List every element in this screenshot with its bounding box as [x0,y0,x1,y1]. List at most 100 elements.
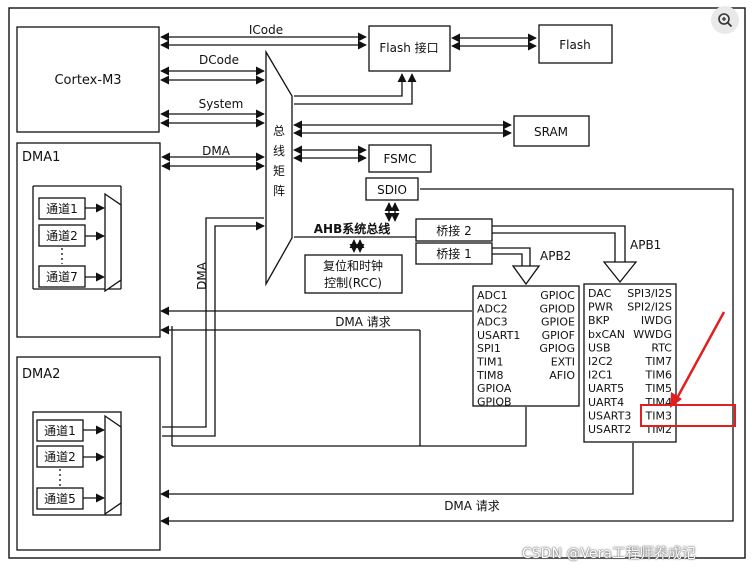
ahb-bus: AHB系统总线 [294,221,416,238]
dma2-channel-2-label: 通道2 [44,450,76,464]
apb2-peripheral-gpiof: GPIOF [542,329,575,342]
apb1-peripheral-pwr: PWR [588,301,614,314]
dma-vertical-label: DMA [195,261,209,290]
apb2-peripheral-gpiod: GPIOD [539,302,575,315]
sram-label: SRAM [534,125,568,139]
flash-link [451,33,537,51]
dma2-channel-2: 通道2 [36,445,105,468]
bus-matrix: 总 线 矩 阵 [265,49,293,287]
dma-request-lower: DMA 请求 [160,443,634,513]
apb1-peripheral-i2c2: I2C2 [588,355,613,368]
dma2-channel-1-label: 通道1 [44,424,76,438]
dma-bus: DMA [161,144,265,171]
apb1-peripheral-bkp: BKP [588,314,610,327]
apb1-peripheral-tim2: TIM2 [645,423,672,436]
apb1-peripheral-tim3: TIM3 [645,409,672,422]
apb1-peripherals-block: DACPWRBKPbxCANUSBI2C2I2C1UART5UART4USART… [583,283,677,443]
icode-label: ICode [249,23,283,37]
apb1-left-column: DACPWRBKPbxCANUSBI2C2I2C1UART5UART4USART… [588,287,631,436]
apb1-peripheral-tim7: TIM7 [645,355,672,368]
apb1-peripheral-usart3: USART3 [588,409,631,422]
dma-bus-label: DMA [202,144,231,158]
bridge-2-block: 桥接 2 [415,218,493,242]
fsmc-label: FSMC [383,152,416,166]
bridge-2-label: 桥接 2 [436,223,471,238]
apb2-peripheral-afio: AFIO [549,369,575,382]
apb2-label: APB2 [540,249,571,263]
dma2-block: DMA2 通道1 通道2 通道5 [16,356,161,551]
apb2-peripheral-adc2: ADC2 [477,302,508,315]
apb1-peripheral-dac: DAC [588,287,612,300]
system-bus: System [160,97,265,128]
flash-interface-block: Flash 接口 [368,25,451,72]
dma-request-lower-label: DMA 请求 [444,499,500,513]
apb1-peripheral-tim4: TIM4 [645,396,672,409]
apb1-peripheral-tim6: TIM6 [645,369,672,382]
dma1-channel-2: 通道2 [38,224,105,247]
sdio-label: SDIO [377,183,407,197]
rcc-block: 复位和时钟 控制(RCC) [304,254,403,294]
apb1-peripheral-spi3-i2s: SPI3/I2S [627,287,672,300]
zoom-in-icon[interactable] [711,6,739,34]
bus-matrix-label-3: 矩 [273,164,285,178]
dma1-label: DMA1 [22,150,60,165]
tim3-highlight [640,311,736,427]
apb2-peripheral-tim8: TIM8 [476,369,503,382]
bus-matrix-label-2: 线 [273,144,285,158]
fsmc-link [293,145,367,163]
rcc-label-line2: 控制(RCC) [324,276,382,290]
flash-block: Flash [538,24,613,64]
outer-frame [8,7,746,559]
apb1-peripheral-rtc: RTC [651,341,672,354]
apb2-peripheral-gpioa: GPIOA [477,382,512,395]
flash-label: Flash [559,38,590,52]
dma2-arbiter [104,414,122,516]
dma2-channel-5-label: 通道5 [44,492,76,506]
flash-interface-label: Flash 接口 [379,40,438,55]
dcode-label: DCode [199,53,239,67]
apb1-peripheral-uart4: UART4 [588,396,624,409]
apb1-label: APB1 [630,238,661,252]
rcc-label-line1: 复位和时钟 [323,258,383,273]
dma1-channel-1-label: 通道1 [46,202,78,216]
dma1-channel-7: 通道7 [38,265,105,288]
dma1-channel-7-label: 通道7 [46,270,78,284]
fsmc-block: FSMC [368,144,432,173]
apb2-peripheral-adc1: ADC1 [477,289,508,302]
dma2-channel-5: 通道5 [36,487,105,510]
rcc-link [349,239,365,253]
apb1-peripheral-usart2: USART2 [588,423,631,436]
system-label: System [199,97,244,111]
sdio-dma-request-line [160,188,734,526]
apb2-peripheral-gpioc: GPIOC [540,289,575,302]
dma1-channel-2-label: 通道2 [46,229,78,243]
apb1-peripheral-iwdg: IWDG [641,314,672,327]
apb1-peripheral-i2c1: I2C1 [588,369,613,382]
apb2-peripheral-gpiog: GPIOG [539,342,575,355]
apb2-peripheral-spi1: SPI1 [477,342,501,355]
apb2-bus: APB2 [492,247,571,286]
apb2-peripheral-gpioe: GPIOE [541,316,575,329]
csdn-watermark: CSDN @Vera工程师养成记 [522,546,696,562]
dcode-bus: DCode [160,53,265,85]
bus-matrix-label-1: 总 [273,124,285,138]
sdio-block: SDIO [365,177,419,201]
apb2-peripheral-gpiob: GPIOB [477,395,512,408]
matrix-to-flash-link [294,73,417,105]
apb1-peripheral-uart5: UART5 [588,382,624,395]
apb1-peripheral-wwdg: WWDG [633,328,672,341]
sram-link [293,120,512,138]
dma-request-upper-label: DMA 请求 [335,315,391,329]
apb2-peripherals-block: ADC1ADC2ADC3USART1SPI1TIM1TIM8GPIOAGPIOB… [472,285,580,408]
dma2-label: DMA2 [22,367,60,382]
bus-matrix-label-4: 阵 [273,184,285,198]
cortex-m3-block: Cortex-M3 [16,26,160,133]
icode-bus: ICode [160,23,367,50]
apb2-peripheral-adc3: ADC3 [477,316,508,329]
apb1-peripheral-bxcan: bxCAN [588,328,625,341]
bridge-1-label: 桥接 1 [436,246,471,261]
bridge-1-block: 桥接 1 [415,242,493,265]
apb2-peripheral-tim1: TIM1 [476,356,503,369]
